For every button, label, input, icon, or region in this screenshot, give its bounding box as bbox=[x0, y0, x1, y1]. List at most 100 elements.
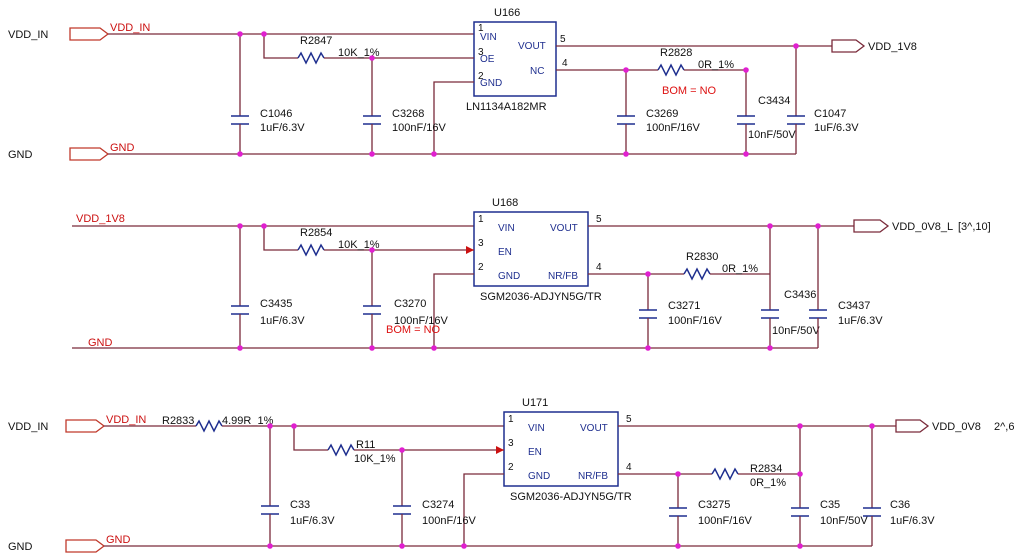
junction bbox=[237, 31, 243, 37]
wire-chip-gnd bbox=[463, 473, 504, 546]
wire-en-branch bbox=[263, 34, 298, 59]
pin-num-2: 2 bbox=[478, 262, 484, 273]
en-arrow bbox=[496, 446, 504, 454]
cap-val: 100nF/16V bbox=[422, 515, 476, 527]
junction bbox=[793, 43, 799, 49]
chip-u166 bbox=[473, 21, 557, 97]
junction bbox=[623, 151, 629, 157]
block-u168: VDD_1V8 GND U168 SGM2036-ADJYN5G/TR VIN … bbox=[72, 197, 991, 351]
pin-label-vout: VOUT bbox=[518, 41, 546, 52]
pin-num-4: 4 bbox=[596, 262, 602, 273]
wire-chip-gnd bbox=[433, 273, 474, 348]
junction bbox=[267, 543, 273, 549]
pin-label-gnd: GND bbox=[480, 78, 502, 89]
junction bbox=[267, 423, 273, 429]
cap-c3269: C3269 100nF/16V bbox=[617, 70, 700, 154]
r-fb-val: 0R_1% bbox=[722, 263, 758, 275]
r-en-ref: R11 bbox=[356, 439, 375, 451]
pin-label-vin: VIN bbox=[480, 32, 497, 43]
cap-val: 100nF/16V bbox=[392, 122, 446, 134]
junction bbox=[743, 67, 749, 73]
r-fb-val: 0R_1% bbox=[698, 59, 734, 71]
wire-en-branch bbox=[293, 426, 328, 451]
r-en-ref: R2854 bbox=[300, 227, 332, 239]
r-en-val: 10K_1% bbox=[338, 47, 380, 59]
r-fb-ref: R2830 bbox=[686, 251, 718, 263]
cap-c36: C36 1uF/6.3V bbox=[863, 426, 935, 546]
en-arrow bbox=[466, 246, 474, 254]
cap-c33: C33 1uF/6.3V bbox=[261, 426, 335, 546]
wire-en-branch bbox=[263, 226, 298, 251]
cap-c3268: C3268 100nF/16V bbox=[363, 58, 446, 154]
junction bbox=[675, 543, 681, 549]
cap-c35: C35 10nF/50V bbox=[791, 426, 868, 546]
net-ref-out: [3^,10] bbox=[958, 221, 991, 233]
pin-num-3: 3 bbox=[478, 47, 484, 58]
r-en-ref: R2847 bbox=[300, 35, 332, 47]
cap-val: 1uF/6.3V bbox=[260, 315, 305, 327]
pin-num-1: 1 bbox=[478, 23, 484, 34]
cap-val: 100nF/16V bbox=[698, 515, 752, 527]
cap-ref: C1046 bbox=[260, 108, 292, 120]
r-fb-val: 0R_1% bbox=[750, 477, 786, 489]
r-in-ref: R2833 bbox=[162, 415, 194, 427]
net-label-out: VDD_0V8_L bbox=[892, 221, 953, 233]
cap-ref: C3269 bbox=[646, 108, 678, 120]
cap-ref: C3436 bbox=[784, 289, 816, 301]
junction bbox=[237, 223, 243, 229]
cap-ref: C3434 bbox=[758, 95, 790, 107]
cap-val: 10nF/50V bbox=[748, 129, 796, 141]
cap-val: 10nF/50V bbox=[820, 515, 868, 527]
resistor-r2854 bbox=[297, 243, 325, 257]
junction bbox=[797, 423, 803, 429]
left-label-vdd-in: VDD_IN bbox=[8, 421, 48, 433]
cap-ref: C3437 bbox=[838, 300, 870, 312]
pin-label-vin: VIN bbox=[528, 423, 545, 434]
r-en-val: 10K_1% bbox=[354, 453, 396, 465]
cap-c3274: C3274 100nF/16V bbox=[393, 450, 476, 546]
cap-ref: C3271 bbox=[668, 300, 700, 312]
pin-label-nrfb: NR/FB bbox=[548, 271, 578, 282]
left-label-vdd-in: VDD_IN bbox=[8, 29, 48, 41]
cap-c3435: C3435 1uF/6.3V bbox=[231, 226, 305, 348]
pin-num-5: 5 bbox=[596, 214, 602, 225]
pin-num-5: 5 bbox=[626, 414, 632, 425]
pin-num-5: 5 bbox=[560, 34, 566, 45]
junction bbox=[369, 345, 375, 351]
chip-u171 bbox=[503, 411, 619, 487]
chip-part: SGM2036-ADJYN5G/TR bbox=[510, 491, 632, 503]
pin-label-nrfb: NR/FB bbox=[578, 471, 608, 482]
pin-num-1: 1 bbox=[478, 214, 484, 225]
port-gnd bbox=[69, 147, 110, 161]
junction bbox=[797, 471, 803, 477]
r-fb-ref: R2828 bbox=[660, 47, 692, 59]
resistor-r2828 bbox=[657, 63, 685, 77]
pin-label-vin: VIN bbox=[498, 223, 515, 234]
cap-val: 1uF/6.3V bbox=[290, 515, 335, 527]
net-ref-out: 2^,6 bbox=[994, 421, 1014, 433]
cap-c3275: C3275 100nF/16V bbox=[669, 474, 752, 546]
r-en-val: 10K_1% bbox=[338, 239, 380, 251]
cap-val: 100nF/16V bbox=[394, 315, 448, 327]
port-gnd bbox=[65, 539, 106, 553]
pin-label-gnd: GND bbox=[498, 271, 520, 282]
cap-ref: C1047 bbox=[814, 108, 846, 120]
junction bbox=[399, 447, 405, 453]
junction bbox=[291, 423, 297, 429]
pin-label-vout: VOUT bbox=[580, 423, 608, 434]
left-label-gnd: GND bbox=[8, 541, 33, 553]
cap-val: 100nF/16V bbox=[668, 315, 722, 327]
cap-ref: C3275 bbox=[698, 499, 730, 511]
block-u171: VDD_IN GND VDD_IN GND R2833 4.99R_1% U17… bbox=[8, 397, 1014, 553]
junction bbox=[797, 543, 803, 549]
left-label-gnd: GND bbox=[8, 149, 33, 161]
pin-label-en: EN bbox=[498, 247, 512, 258]
cap-val: 100nF/16V bbox=[646, 122, 700, 134]
cap-c3437: C3437 1uF/6.3V bbox=[809, 226, 883, 348]
junction bbox=[431, 345, 437, 351]
junction bbox=[743, 151, 749, 157]
junction bbox=[369, 247, 375, 253]
r-fb-ref: R2834 bbox=[750, 463, 782, 475]
junction bbox=[369, 151, 375, 157]
